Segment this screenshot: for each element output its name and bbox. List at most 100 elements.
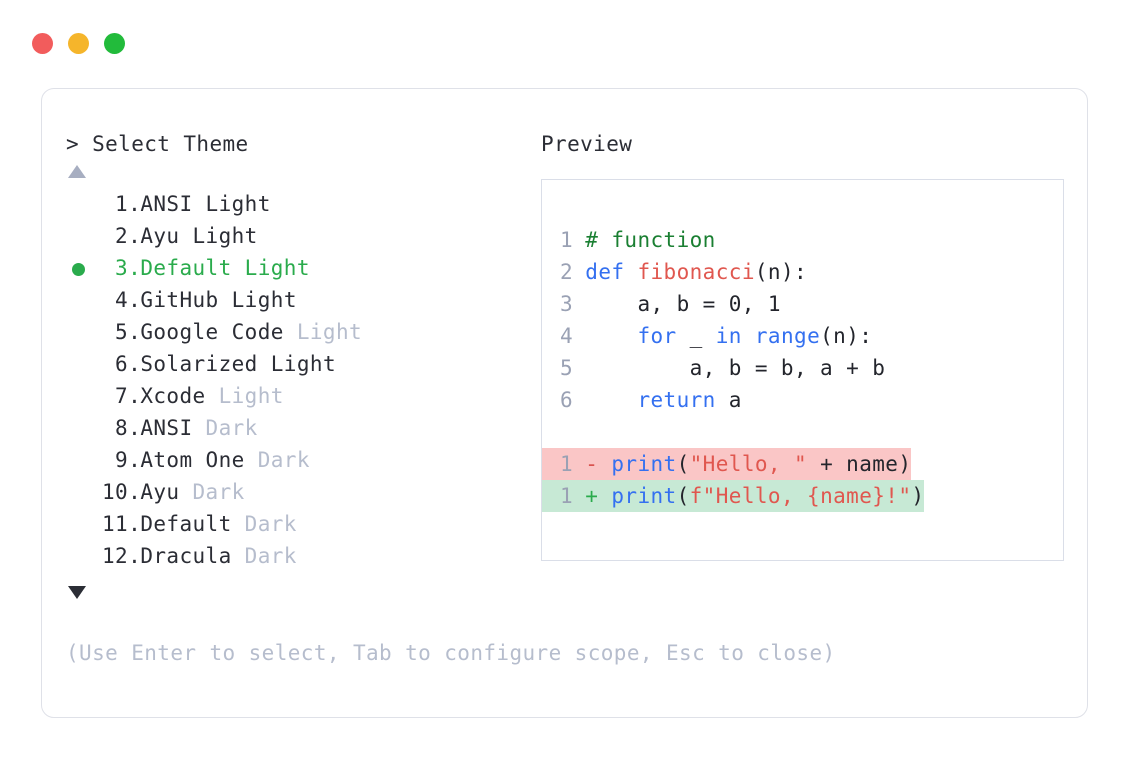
- code-line-number: 5: [560, 356, 574, 380]
- theme-list[interactable]: 1. ANSI Light 2. Ayu Light 3. Default Li…: [66, 188, 526, 572]
- theme-list-item[interactable]: 8. ANSI Dark: [66, 412, 526, 444]
- keyboard-help-hint: (Use Enter to select, Tab to configure s…: [66, 641, 836, 665]
- code-token: [585, 388, 637, 412]
- theme-item-variant: Light: [270, 352, 336, 376]
- theme-item-number: 10.: [102, 480, 142, 504]
- theme-list-item[interactable]: 10. Ayu Dark: [66, 476, 526, 508]
- theme-item-variant: Dark: [244, 512, 297, 536]
- theme-item-variant: Light: [192, 224, 258, 248]
- triangle-down-icon[interactable]: [68, 586, 86, 599]
- theme-item-name: GitHub: [127, 288, 232, 312]
- code-diff-spacer: [542, 416, 1063, 448]
- theme-item-name: Default: [127, 512, 245, 536]
- select-theme-prompt: > Select Theme: [66, 132, 249, 156]
- window-titlebar: [32, 32, 125, 54]
- diff-line-removed: 1- print("Hello, " + name): [542, 448, 912, 480]
- code-token: [742, 324, 755, 348]
- diff-marker: +: [585, 484, 612, 508]
- theme-item-variant: Light: [218, 384, 284, 408]
- theme-item-name: Dracula: [127, 544, 245, 568]
- theme-item-variant: Light: [205, 192, 271, 216]
- code-diff-sample: 1- print("Hello, " + name)1+ print(f"Hel…: [542, 448, 1063, 512]
- diff-marker: -: [585, 452, 612, 476]
- theme-item-number: 3.: [102, 256, 142, 280]
- code-token: _: [676, 324, 716, 348]
- minimize-button-dot[interactable]: [68, 32, 89, 54]
- code-token: print: [611, 452, 677, 476]
- theme-item-number: 4.: [102, 288, 142, 312]
- preview-label: Preview: [541, 132, 633, 156]
- theme-item-number: 6.: [102, 352, 142, 376]
- theme-list-item[interactable]: 9. Atom One Dark: [66, 444, 526, 476]
- theme-list-item[interactable]: 7. Xcode Light: [66, 380, 526, 412]
- code-token: (: [676, 484, 690, 508]
- theme-item-number: 8.: [102, 416, 142, 440]
- theme-list-item[interactable]: 12. Dracula Dark: [66, 540, 526, 572]
- theme-item-name: Atom One: [127, 448, 258, 472]
- code-token: print: [611, 484, 677, 508]
- selected-indicator-dot: [72, 263, 85, 276]
- code-token: return: [637, 388, 716, 412]
- theme-item-name: Ayu: [127, 224, 193, 248]
- theme-item-number: 12.: [102, 544, 142, 568]
- theme-item-variant: Light: [244, 256, 310, 280]
- theme-list-item[interactable]: 11. Default Dark: [66, 508, 526, 540]
- diff-line-number: 1: [560, 452, 574, 476]
- theme-item-variant: Dark: [192, 480, 245, 504]
- theme-item-variant: Light: [296, 320, 363, 344]
- theme-picker-card: > Select Theme 1. ANSI Light 2. Ayu Ligh…: [41, 88, 1088, 718]
- code-token: [585, 324, 637, 348]
- code-token: range: [754, 324, 821, 348]
- code-token: f"Hello, {name}!": [689, 484, 912, 508]
- code-line: 6 return a: [542, 384, 1063, 416]
- code-line-number: 2: [560, 260, 574, 284]
- theme-item-number: 11.: [102, 512, 142, 536]
- theme-selector-pane: > Select Theme 1. ANSI Light 2. Ayu Ligh…: [66, 131, 526, 599]
- diff-line-added: 1+ print(f"Hello, {name}!"): [542, 480, 925, 512]
- code-line-number: 4: [560, 324, 574, 348]
- theme-item-name: ANSI: [127, 192, 206, 216]
- theme-list-item[interactable]: 2. Ayu Light: [66, 220, 526, 252]
- code-token: def: [585, 260, 638, 284]
- theme-item-number: 5.: [102, 320, 142, 344]
- code-line: 1# function: [542, 224, 1063, 256]
- code-line: 3 a, b = 0, 1: [542, 288, 1063, 320]
- code-line: 4 for _ in range(n):: [542, 320, 1063, 352]
- theme-item-name: Google Code: [127, 320, 297, 344]
- diff-line-number: 1: [560, 484, 574, 508]
- theme-item-name: ANSI: [127, 416, 206, 440]
- maximize-button-dot[interactable]: [104, 32, 125, 54]
- triangle-up-icon[interactable]: [68, 165, 86, 178]
- theme-item-number: 9.: [102, 448, 142, 472]
- code-line: 5 a, b = b, a + b: [542, 352, 1063, 384]
- code-line-number: 6: [560, 388, 574, 412]
- theme-item-number: 1.: [102, 192, 142, 216]
- theme-item-variant: Light: [231, 288, 297, 312]
- code-token: a: [715, 388, 742, 412]
- code-token: + name): [807, 452, 912, 476]
- code-token: in: [715, 324, 742, 348]
- theme-list-item[interactable]: 4. GitHub Light: [66, 284, 526, 316]
- theme-item-variant: Dark: [257, 448, 310, 472]
- theme-list-item[interactable]: 1. ANSI Light: [66, 188, 526, 220]
- code-token: a, b = b, a + b: [585, 356, 886, 380]
- theme-item-number: 2.: [102, 224, 142, 248]
- code-token: "Hello, ": [689, 452, 808, 476]
- close-button-dot[interactable]: [32, 32, 53, 54]
- code-token: a, b = 0, 1: [585, 292, 781, 316]
- theme-item-variant: Dark: [205, 416, 258, 440]
- theme-item-name: Ayu: [127, 480, 193, 504]
- theme-list-item[interactable]: 3. Default Light: [66, 252, 526, 284]
- code-line-number: 1: [560, 228, 574, 252]
- code-token: (: [676, 452, 690, 476]
- theme-list-item[interactable]: 5. Google Code Light: [66, 316, 526, 348]
- code-token: (n):: [820, 324, 873, 348]
- theme-item-name: Xcode: [127, 384, 219, 408]
- code-line-number: 3: [560, 292, 574, 316]
- theme-item-name: Solarized: [127, 352, 271, 376]
- theme-list-item[interactable]: 6. Solarized Light: [66, 348, 526, 380]
